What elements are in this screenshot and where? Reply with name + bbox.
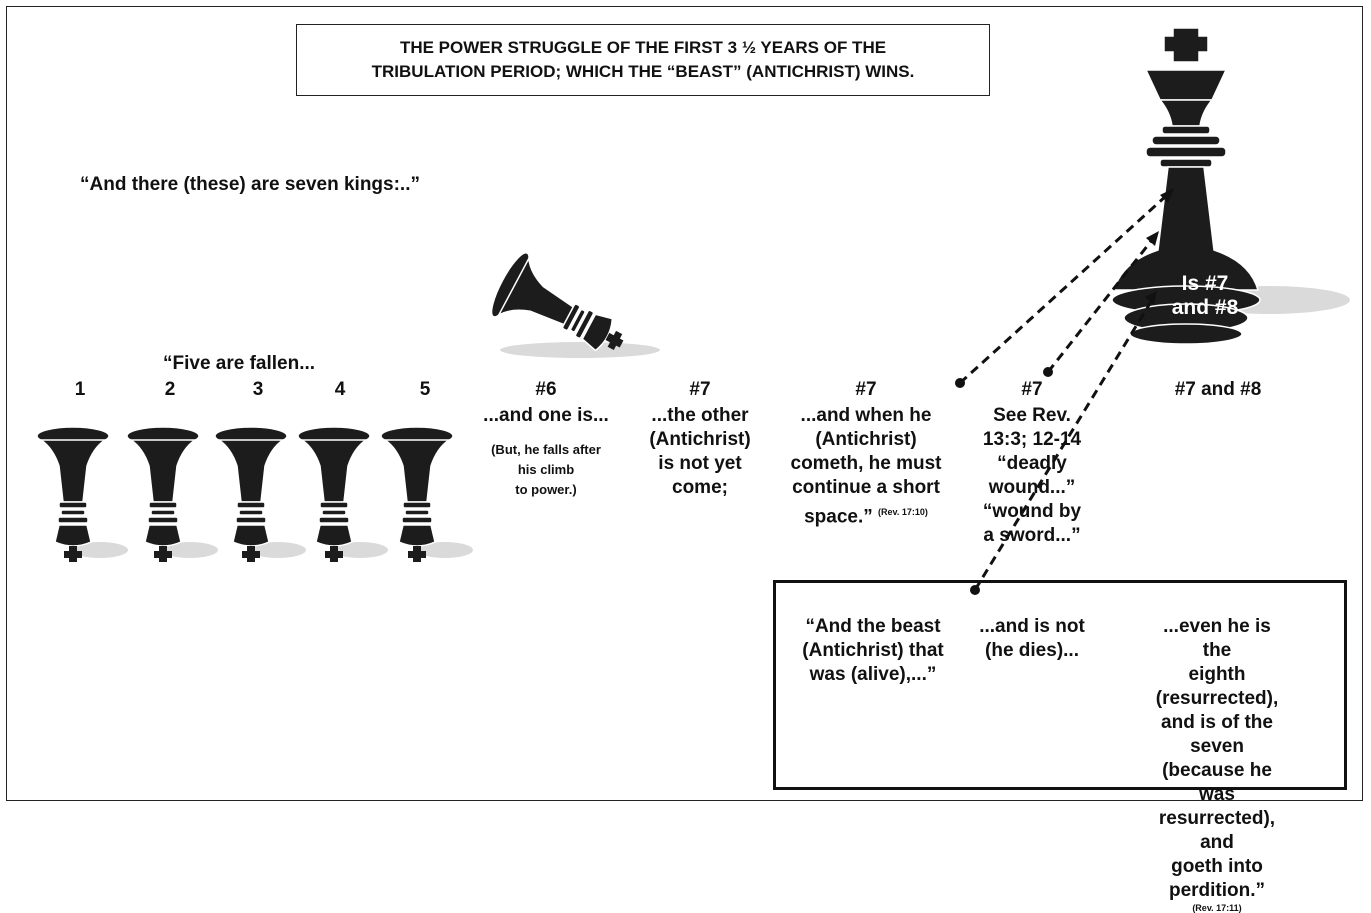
bottom-col3-line-5: resurrected), and	[1154, 807, 1281, 855]
bottom-col2-line-2: (he dies)...	[979, 639, 1085, 663]
fallen-king-icon	[127, 427, 199, 562]
king-label: Is #7 and #8	[1160, 272, 1250, 320]
king-label-line-2: and #8	[1160, 296, 1250, 320]
bottom-col-is-not: ...and is not (he dies)...	[979, 615, 1085, 663]
bottom-col-was: “And the beast (Antichrist) that was (al…	[802, 615, 943, 687]
bottom-col3-line-2: eighth (resurrected),	[1154, 663, 1281, 711]
fallen-king-icon	[298, 427, 370, 562]
fallen-king-icon	[215, 427, 287, 562]
bottom-col-eighth: ...even he is the eighth (resurrected), …	[1154, 615, 1281, 913]
bottom-col1-line-2: (Antichrist) that	[802, 639, 943, 663]
bottom-col3-line-1: ...even he is the	[1154, 615, 1281, 663]
king-label-line-1: Is #7	[1160, 272, 1250, 296]
toppled-king-shadow	[500, 342, 660, 358]
arrow-to-king-3	[975, 300, 1152, 590]
bottom-col1-line-1: “And the beast	[802, 615, 943, 639]
bottom-col3-line-6: goeth into perdition.”	[1154, 855, 1281, 903]
bottom-box: “And the beast (Antichrist) that was (al…	[773, 580, 1347, 790]
bottom-col1-line-3: was (alive),...”	[802, 663, 943, 687]
bottom-citation: (Rev. 17:11)	[1154, 903, 1281, 913]
fallen-king-icon	[381, 427, 453, 562]
fallen-king-icon	[37, 427, 109, 562]
arrowheads	[955, 188, 1174, 595]
bottom-col3-line-4: (because he was	[1154, 759, 1281, 807]
bottom-col2-line-1: ...and is not	[979, 615, 1085, 639]
bottom-col3-line-3: and is of the seven	[1154, 711, 1281, 759]
arrows	[960, 196, 1166, 590]
